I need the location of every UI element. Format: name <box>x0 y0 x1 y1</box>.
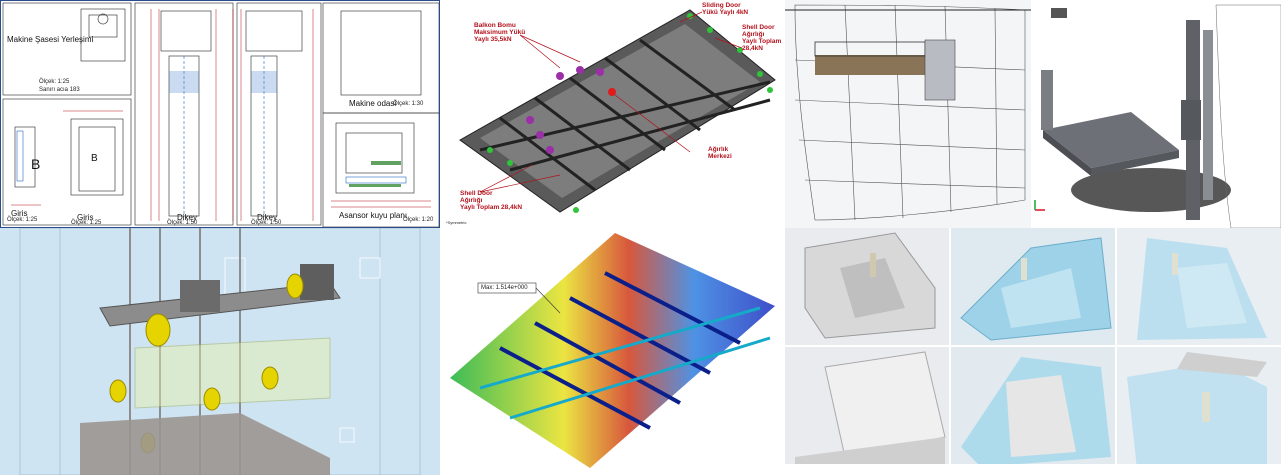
render-stair-bottom-right <box>1117 347 1281 464</box>
sliding-note: Sliding Door Yükü Yaylı 4kN <box>702 2 749 16</box>
frame-structure <box>459 9 776 213</box>
asansor-label: Asansor kuyu planı <box>339 211 408 220</box>
drawing-linework <box>2 2 439 227</box>
fea-panel: Max: 1.514e+000 <box>440 228 785 475</box>
platform-panel <box>1031 0 1281 228</box>
frame-load-panel: Balkon Bomu Maksimum Yükü Yaylı 35,5kN S… <box>440 0 785 228</box>
balkon-note: Balkon Bomu Maksimum Yükü Yaylı 35,5kN <box>474 22 526 43</box>
dikey1-label: Dikey <box>177 213 198 222</box>
dikey2-scale: Ölçek: 1:50 <box>251 220 282 226</box>
frame-footer: *Symmetric <box>446 220 467 225</box>
shaft-model <box>19 228 421 475</box>
render-stair-top-left <box>785 228 949 345</box>
elevator-shaft-panel <box>0 228 440 475</box>
shell-right-note: Shell Door Ağırlığı Yaylı Toplam 28,4kN <box>742 24 782 52</box>
makine-scale: Ölçek: 1:25 <box>39 79 70 85</box>
giris2-scale: Ölçek: 1:25 <box>71 220 102 226</box>
platform-model <box>1034 4 1281 228</box>
makine-odasi-scale: Ölçek: 1:30 <box>393 101 424 107</box>
fea-max-label: Max: 1.514e+000 <box>481 285 528 291</box>
shell-left-note: Shell Door Ağırlığı Yaylı Toplam 28,4kN <box>460 190 523 211</box>
agirlik-note: Ağırlık Merkezi <box>708 146 732 160</box>
asansor-scale: Ölçek: 1:20 <box>403 217 434 223</box>
door-letter-a: B <box>31 156 41 172</box>
elevator-drawings-panel: Makine Şasesi Yerleşimi Ölçek: 1:25 Sanı… <box>0 0 440 228</box>
render-stair-top-right <box>1117 228 1281 345</box>
dikey1-scale: Ölçek: 1:50 <box>167 220 198 226</box>
render-stair-bottom-middle <box>951 347 1115 464</box>
render-stair-top-middle <box>951 228 1115 345</box>
hull-wireframe <box>785 4 1031 221</box>
stair-renders-panel <box>785 228 1281 475</box>
door-letter-b: B <box>91 153 98 164</box>
makine-title: Makine Şasesi Yerleşimi <box>7 35 94 44</box>
giris2-label: Giris <box>77 213 94 222</box>
ship-hull-panel <box>785 0 1031 228</box>
fea-model <box>450 233 775 468</box>
dikey2-label: Dikey <box>257 213 278 222</box>
makine-odasi-label: Makine odasi <box>349 99 397 108</box>
giris1-scale: Ölçek: 1:25 <box>7 217 38 223</box>
giris1-label: Giris <box>11 209 28 218</box>
render-stair-bottom-left <box>785 347 949 464</box>
makine-sub: Sanırı acıa 183 <box>39 87 80 93</box>
